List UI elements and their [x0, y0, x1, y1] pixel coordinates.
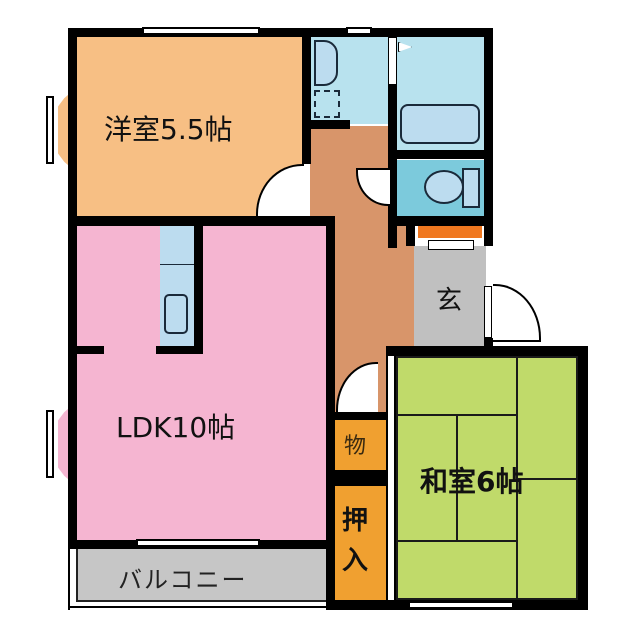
toilet-tank-icon	[462, 168, 480, 208]
closet	[334, 486, 386, 600]
closet-label-bottom: 入	[342, 546, 369, 576]
window-top-wash	[346, 27, 372, 35]
wall	[484, 338, 493, 350]
wall	[386, 346, 588, 356]
window-balcony	[136, 539, 260, 547]
sink-icon	[164, 294, 188, 334]
storage-label: 物	[344, 434, 367, 459]
wall	[302, 120, 350, 129]
wall	[68, 216, 330, 226]
western-room-label: 洋室5.5帖	[104, 113, 233, 146]
entrance-label: 玄	[436, 286, 463, 316]
wall	[68, 28, 77, 548]
japanese-room-label: 和室6帖	[420, 465, 524, 498]
tatami-mat	[396, 356, 518, 416]
door-bath-panel	[389, 38, 396, 84]
wall	[578, 346, 588, 610]
wall	[388, 216, 492, 226]
hallway-lower	[330, 220, 414, 346]
balcony-label: バルコニー	[118, 566, 248, 594]
wall	[406, 216, 415, 246]
wall	[388, 28, 397, 248]
wall	[484, 28, 493, 246]
balcony-bottom-line	[68, 606, 328, 608]
bathtub-icon	[400, 104, 480, 144]
wall	[326, 470, 396, 486]
wall	[68, 28, 492, 37]
window-top-western	[142, 27, 260, 35]
closet-label-top: 押	[342, 506, 369, 536]
wall	[194, 226, 203, 354]
washing-machine-space	[314, 90, 340, 118]
wall	[76, 346, 104, 354]
balcony-outer-line	[68, 548, 76, 610]
shoe-cabinet-doors	[428, 240, 474, 250]
kitchen-counter-divider	[160, 264, 194, 265]
wall	[388, 150, 488, 159]
shoe-cabinet	[418, 226, 482, 238]
entrance-door	[493, 284, 541, 342]
ldk-label: LDK10帖	[116, 411, 236, 444]
bay-window-ldk-frame	[46, 410, 54, 478]
wall	[302, 28, 311, 164]
storage-room	[334, 420, 386, 470]
tatami-mat	[516, 356, 578, 480]
washbasin-icon	[314, 40, 338, 86]
wall	[326, 412, 396, 420]
tatami-mat	[396, 540, 518, 600]
wall	[326, 216, 335, 606]
sliding-door-japanese	[387, 356, 395, 600]
toilet-bowl-icon	[424, 170, 464, 204]
wall	[156, 346, 202, 354]
entrance-door-panel	[484, 286, 492, 338]
entrance	[414, 246, 486, 346]
window-japanese-bottom	[408, 601, 514, 609]
tatami-mat	[516, 478, 578, 600]
bay-window-western-frame	[46, 96, 54, 164]
balcony	[76, 548, 326, 602]
